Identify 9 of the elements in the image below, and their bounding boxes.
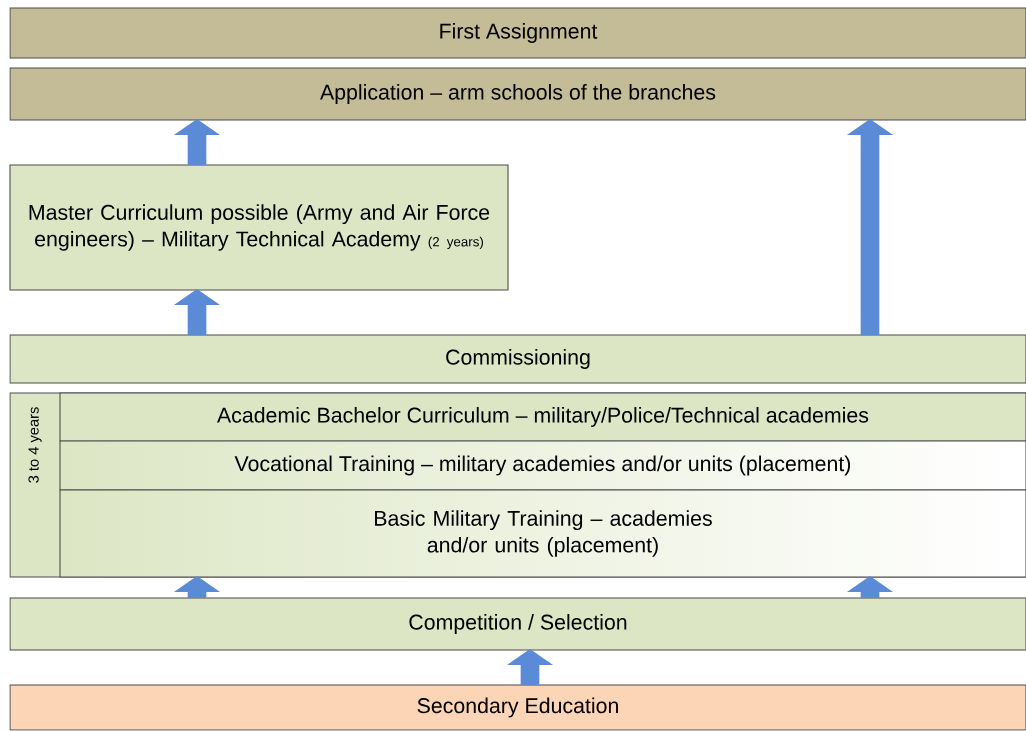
stage-band: Application – arm schools of the branches [9, 67, 1026, 121]
stage-band: Commissioning [9, 334, 1026, 384]
training-band: Vocational Training – military academies and/or units (placement) [59, 440, 1026, 491]
stage-band: Competition / Selection [9, 597, 1026, 651]
program-box: Master Curriculum possible (Army and Air Force engineers) – Military Technical Academy (2 years) [9, 164, 509, 291]
training-band: Academic Bachelor Curriculum – military/Police/Technical academies [59, 392, 1026, 442]
stage-band: First Assignment [9, 7, 1026, 59]
training-band: Basic Military Training – academies and/or units (placement) [59, 489, 1026, 578]
stage-band: Secondary Education [9, 684, 1026, 731]
